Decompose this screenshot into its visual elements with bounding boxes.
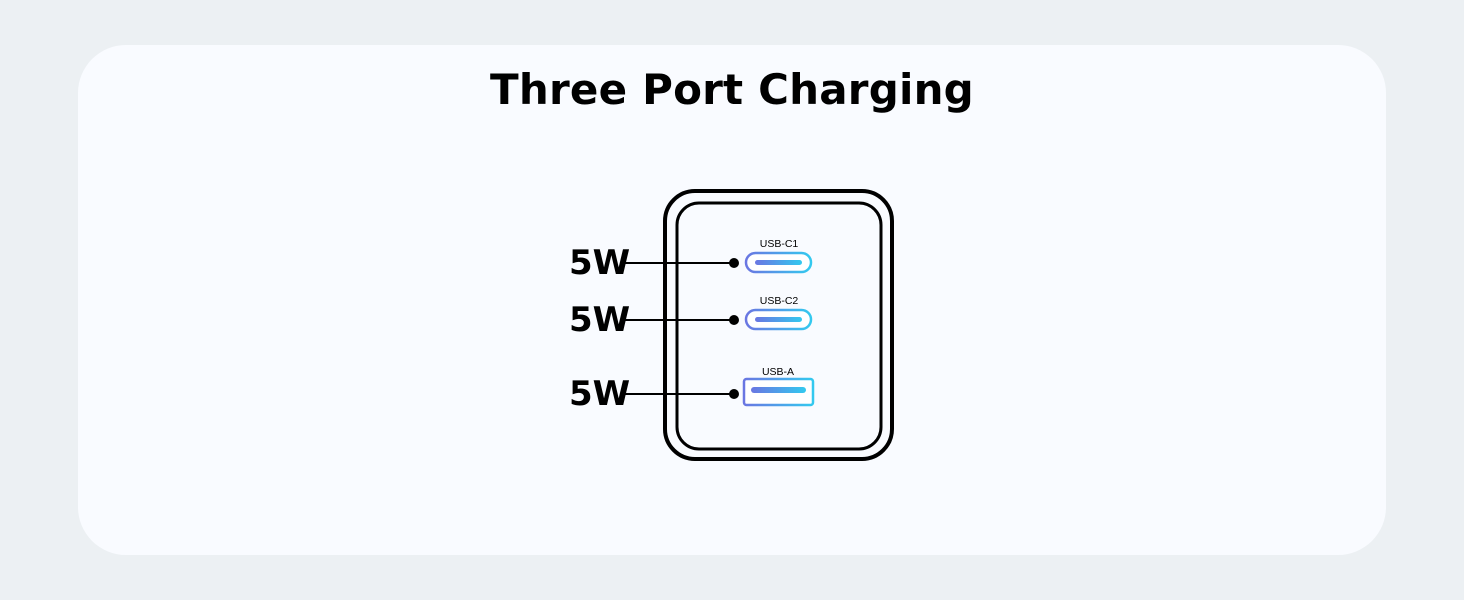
content-card [78,45,1386,555]
port-usb-c2: USB-C2 [744,295,813,331]
power-label-usb-c1: 5W [569,243,630,283]
leader-dot-usb-a [729,389,739,399]
port-usb-c1: USB-C1 [744,238,813,274]
callout-usb-c2: 5W [569,300,739,340]
charger-inner-outline [675,201,883,451]
usb-a-port-contact [751,387,806,393]
page-title: Three Port Charging [490,65,974,114]
leader-dot-usb-c1 [729,258,739,268]
leader-dot-usb-c2 [729,315,739,325]
port-label-usb-c2: USB-C2 [760,295,799,307]
port-label-usb-a: USB-A [762,366,794,378]
callout-usb-c1: 5W [569,243,739,283]
power-label-usb-c2: 5W [569,300,630,340]
charger-outer-outline [663,189,894,461]
power-label-usb-a: 5W [569,374,630,414]
usb-c1-port-contact [755,260,802,265]
port-label-usb-c1: USB-C1 [760,238,799,250]
usb-c2-port-contact [755,317,802,322]
callout-usb-a: 5W [569,374,739,414]
port-usb-a: USB-A [742,366,815,407]
